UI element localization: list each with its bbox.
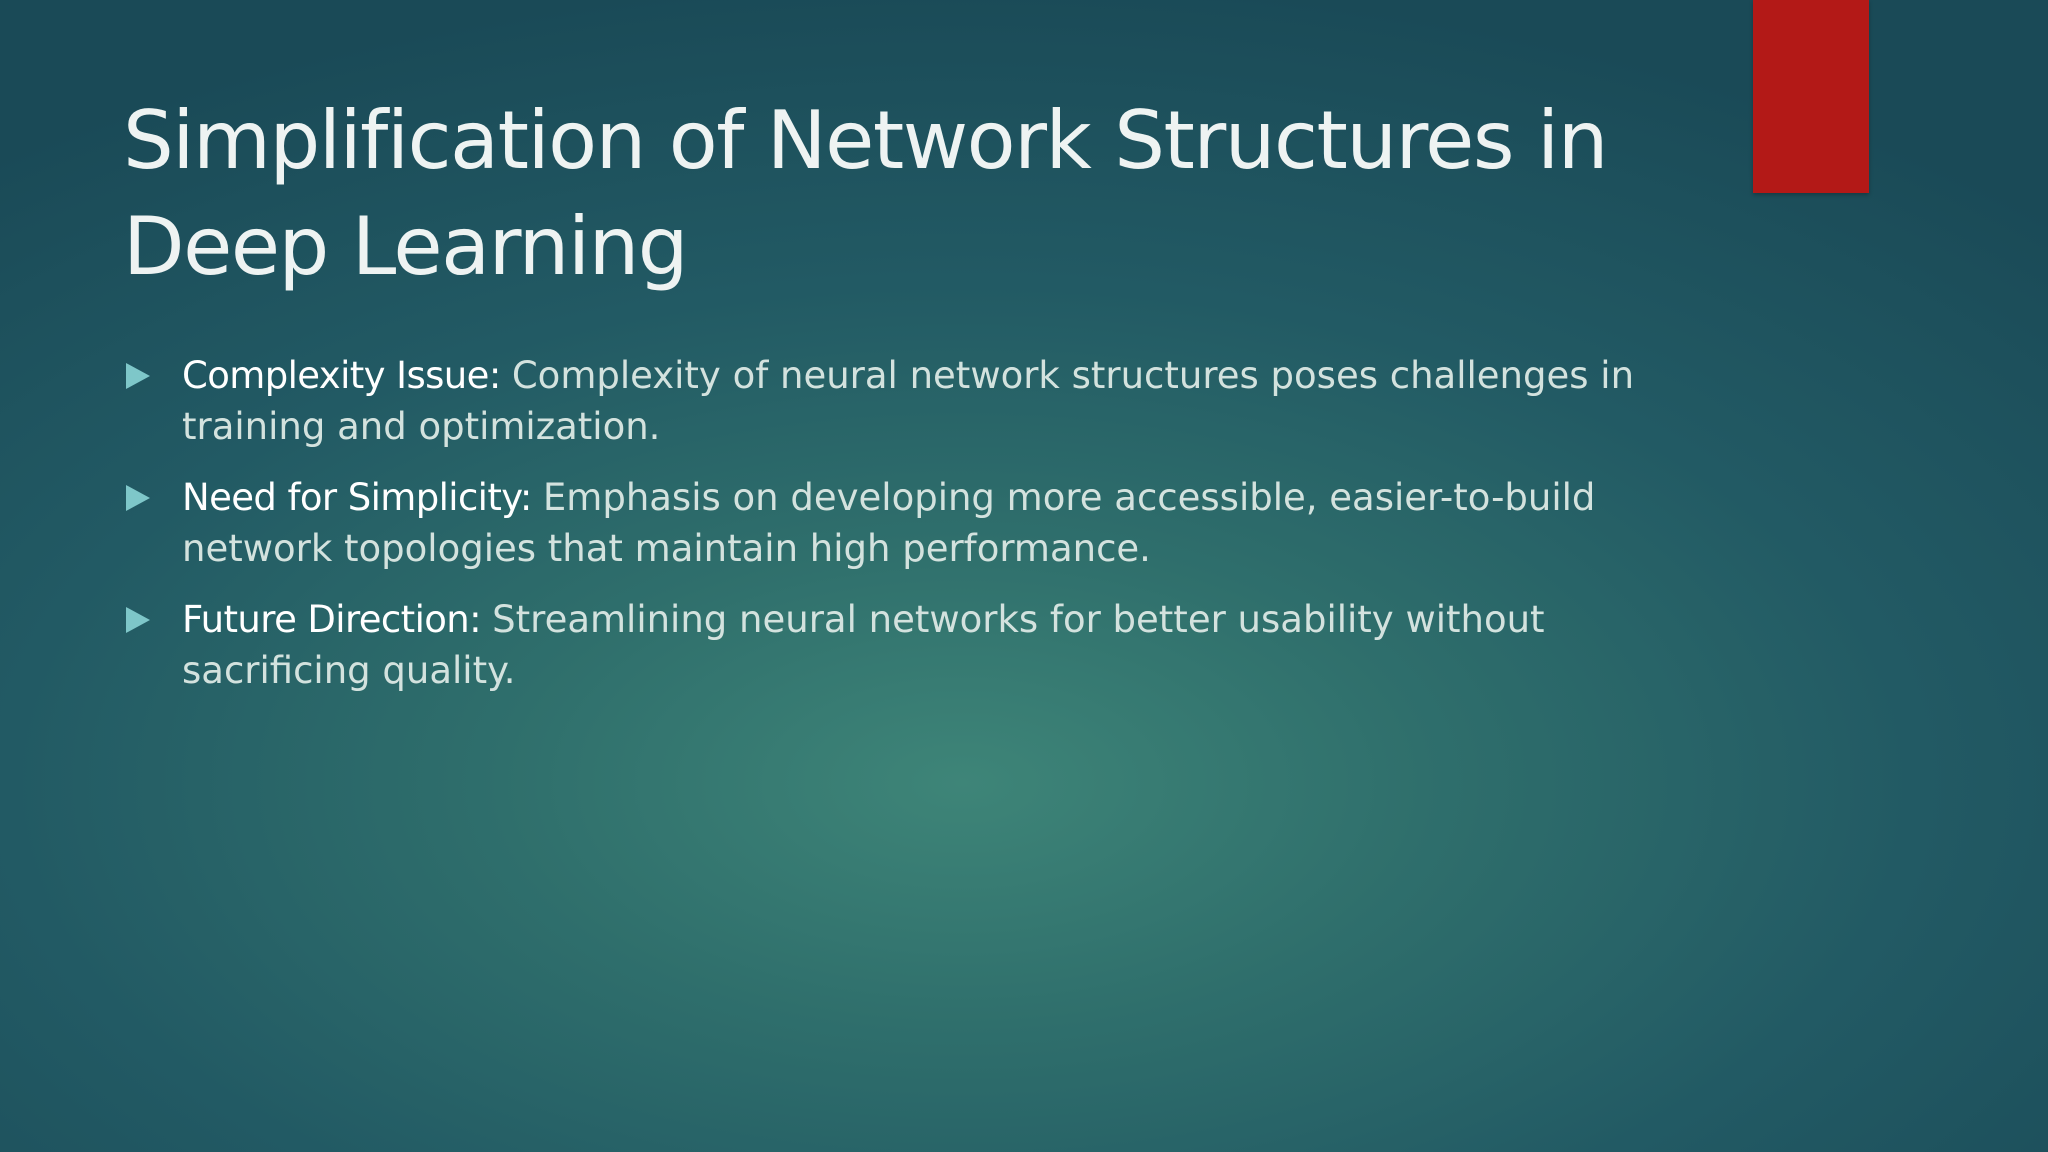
triangle-right-icon bbox=[126, 594, 156, 645]
accent-bar bbox=[1753, 0, 1869, 193]
triangle-right-icon bbox=[126, 472, 156, 523]
triangle-right-icon bbox=[126, 350, 156, 401]
bullet-item: Future Direction: Streamlining neural ne… bbox=[0, 594, 1662, 696]
bullet-text: Streamlining neural networks for better … bbox=[182, 598, 1545, 692]
bullet-text: Complexity of neural network structures … bbox=[182, 354, 1635, 448]
bullet-lead: Complexity Issue: bbox=[182, 354, 512, 397]
bullet-lead: Need for Simplicity: bbox=[182, 476, 543, 519]
slide-title: Simplification of Network Structures in … bbox=[123, 94, 1608, 293]
bullet-lead: Future Direction: bbox=[182, 598, 493, 641]
bullet-item: Need for Simplicity: Emphasis on develop… bbox=[0, 472, 1662, 574]
bullet-list: Complexity Issue: Complexity of neural n… bbox=[0, 350, 2048, 716]
bullet-item: Complexity Issue: Complexity of neural n… bbox=[0, 350, 1662, 452]
bullet-text: Emphasis on developing more accessible, … bbox=[182, 476, 1596, 570]
